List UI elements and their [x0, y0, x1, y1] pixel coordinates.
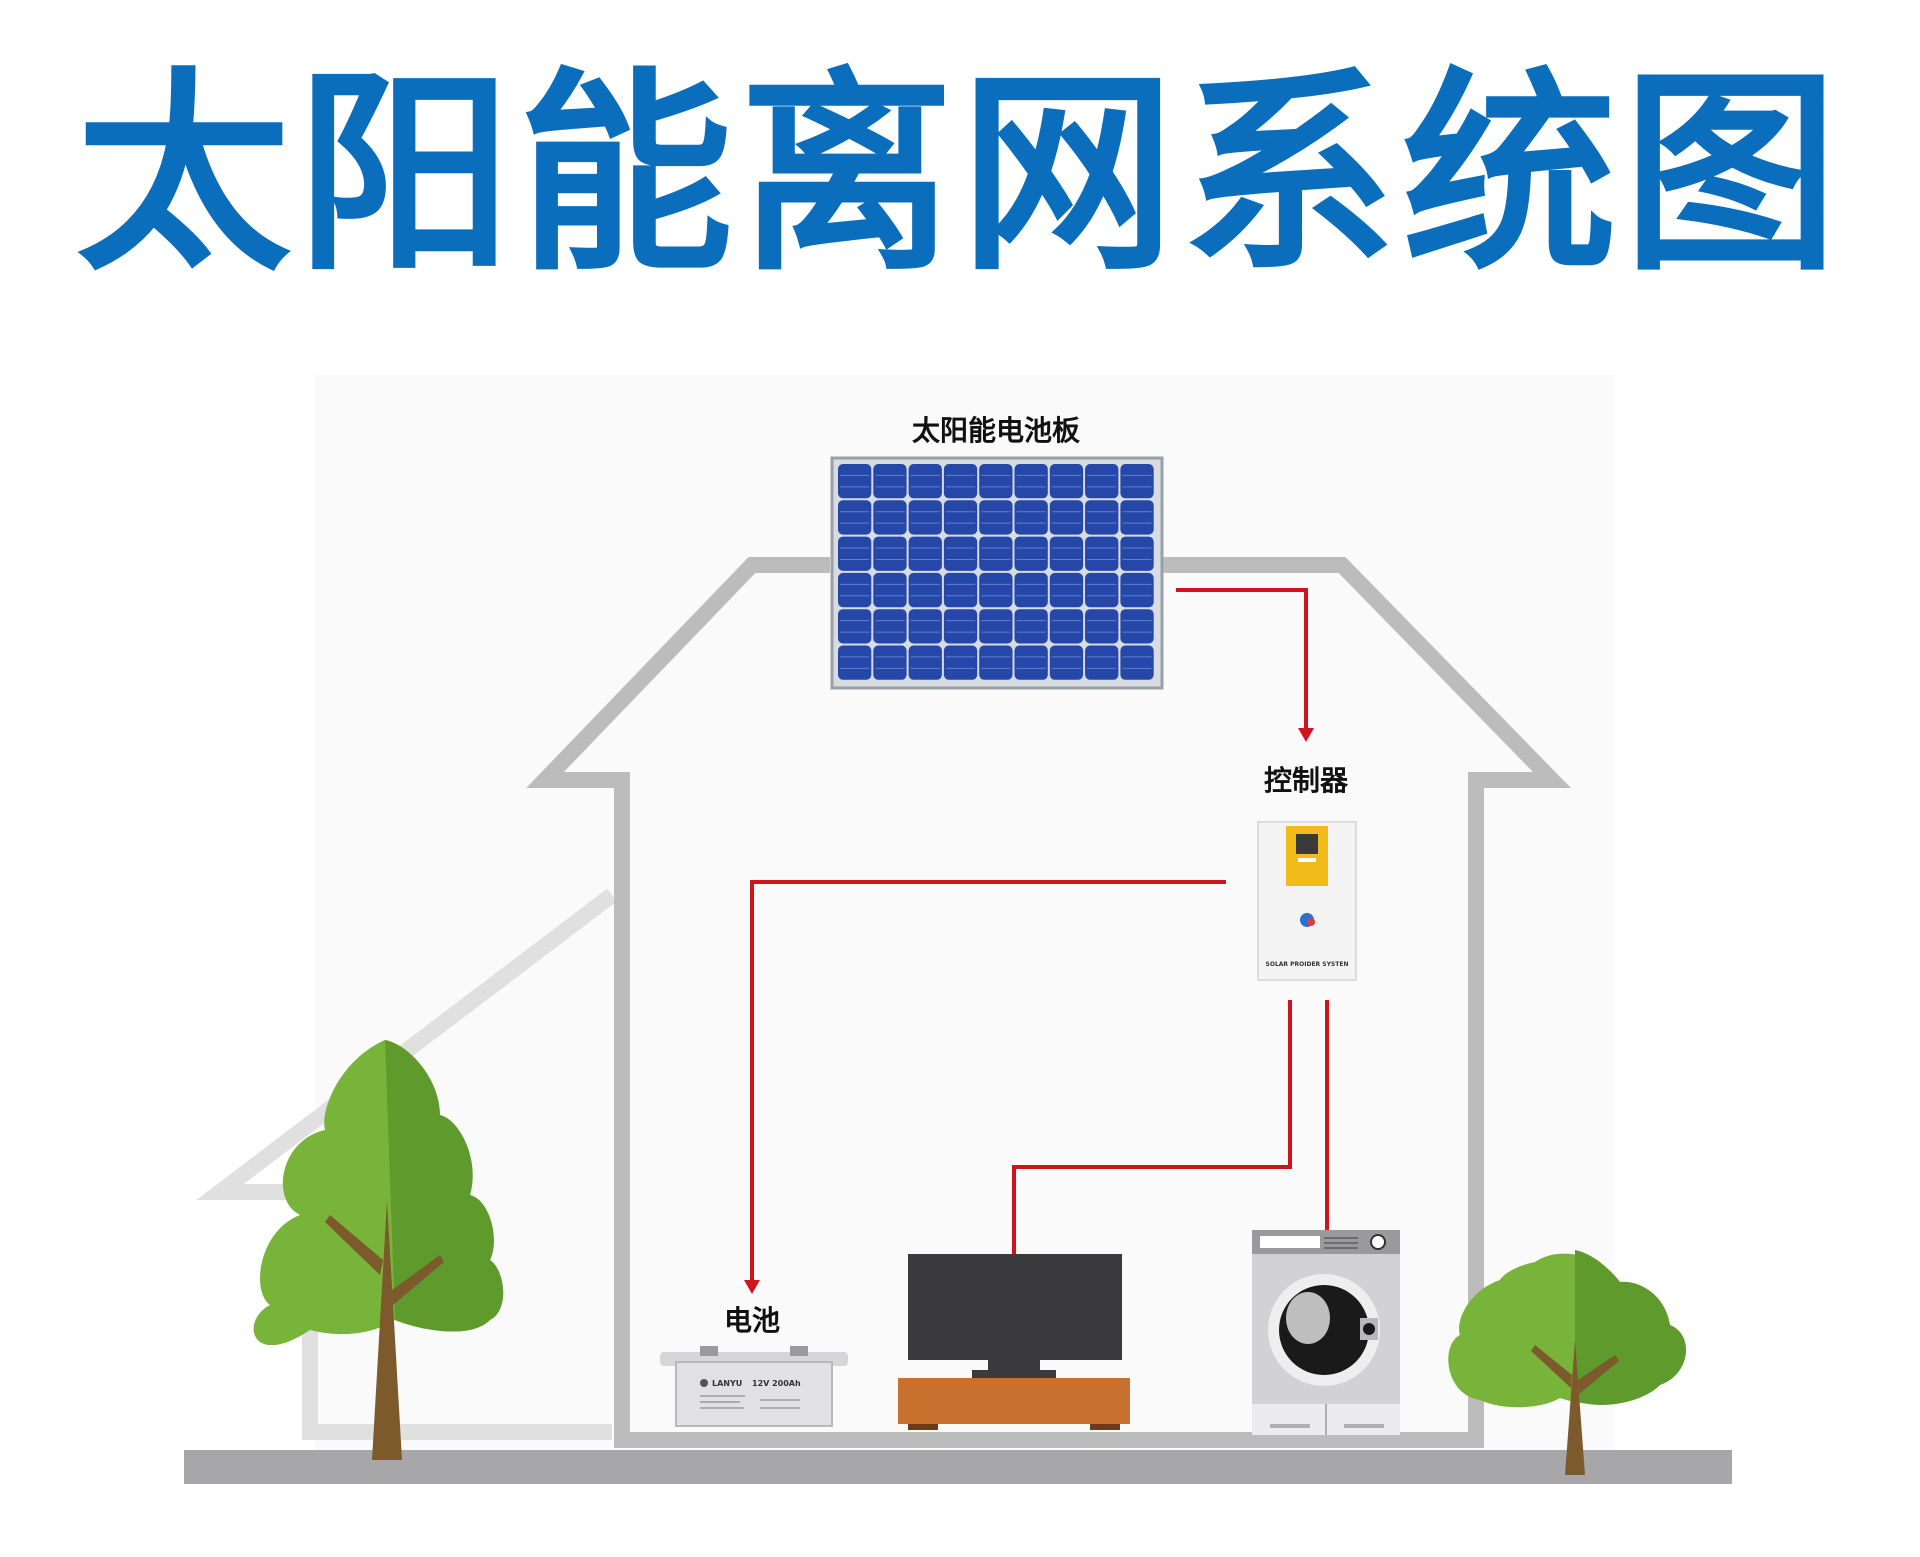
solar-cell: [1014, 645, 1048, 680]
solar-cell: [979, 464, 1013, 499]
solar-cell: [873, 500, 907, 535]
solar-panel: [830, 456, 1164, 690]
solar-cell: [943, 536, 978, 571]
washing-machine: [1252, 1230, 1400, 1435]
solar-cell: [1014, 536, 1048, 571]
solar-cell: [908, 536, 942, 571]
solar-cell: [908, 500, 942, 535]
solar-cell: [1085, 464, 1119, 499]
wire-controller-to-battery: [750, 880, 1226, 1282]
solar-cell: [838, 645, 872, 680]
solar-cell: [1049, 464, 1084, 499]
solar-cell: [838, 609, 872, 644]
page-title: 太阳能离网系统图: [76, 49, 1844, 300]
battery-brand-text: LANYU: [712, 1379, 742, 1388]
wire-panel-to-controller: [1176, 588, 1308, 730]
arrow-to-battery: [744, 1280, 760, 1294]
television: [898, 1254, 1130, 1430]
solar-cell: [1085, 572, 1119, 608]
solar-cell: [873, 536, 907, 571]
wire-controller-to-tv: [1012, 1000, 1292, 1258]
solar-cell: [1014, 609, 1048, 644]
solar-cell: [873, 572, 907, 608]
solar-cell: [908, 464, 942, 499]
solar-cell: [1120, 609, 1154, 644]
solar-cell: [1120, 464, 1154, 499]
battery: LANYU 12V 200Ah: [660, 1346, 848, 1427]
solar-cell: [943, 464, 978, 499]
power-knob-icon: [1370, 1234, 1386, 1250]
solar-cell: [873, 645, 907, 680]
solar-cell: [1085, 609, 1119, 644]
solar-cell: [1085, 500, 1119, 535]
solar-cell: [1049, 609, 1084, 644]
arrow-to-controller: [1298, 728, 1314, 742]
solar-cell: [1120, 572, 1154, 608]
solar-cell: [1049, 572, 1084, 608]
solar-cell: [873, 464, 907, 499]
solar-cell: [979, 500, 1013, 535]
battery-logo-icon: [700, 1379, 708, 1387]
solar-cell: [1085, 536, 1119, 571]
solar-cell: [1014, 572, 1048, 608]
ground: [184, 1450, 1732, 1484]
solar-cell: [1049, 500, 1084, 535]
tree-right: [1448, 1250, 1687, 1475]
battery-spec-text: 12V 200Ah: [752, 1379, 801, 1388]
solar-cell: [838, 572, 872, 608]
solar-cell: [873, 609, 907, 644]
solar-cells: [838, 464, 1154, 680]
battery-label: 电池: [724, 1304, 780, 1337]
solar-cell: [943, 572, 978, 608]
controller-label: 控制器: [1264, 764, 1349, 797]
solar-cell: [908, 609, 942, 644]
tv-stand: [898, 1378, 1130, 1424]
solar-panel-label: 太阳能电池板: [912, 414, 1080, 447]
solar-cell: [1120, 645, 1154, 680]
solar-cell: [943, 500, 978, 535]
solar-cell: [1120, 500, 1154, 535]
solar-cell: [908, 572, 942, 608]
solar-cell: [979, 645, 1013, 680]
solar-cell: [1049, 536, 1084, 571]
solar-cell: [838, 464, 872, 499]
controller-brand-text: SOLAR PROIDER SYSTEN: [1266, 961, 1349, 968]
solar-cell: [1120, 536, 1154, 571]
solar-cell: [943, 645, 978, 680]
solar-cell: [908, 645, 942, 680]
controller: SOLAR PROIDER SYSTEN: [1257, 821, 1357, 981]
solar-cell: [838, 500, 872, 535]
solar-cell: [1014, 500, 1048, 535]
house-outline: [526, 557, 1571, 1448]
solar-cell: [1049, 645, 1084, 680]
solar-cell: [838, 536, 872, 571]
wires: [744, 588, 1329, 1294]
tree-left: [253, 1040, 504, 1460]
solar-cell: [979, 572, 1013, 608]
solar-cell: [979, 609, 1013, 644]
solar-cell: [979, 536, 1013, 571]
solar-cell: [943, 609, 978, 644]
solar-cell: [1085, 645, 1119, 680]
solar-cell: [1014, 464, 1048, 499]
